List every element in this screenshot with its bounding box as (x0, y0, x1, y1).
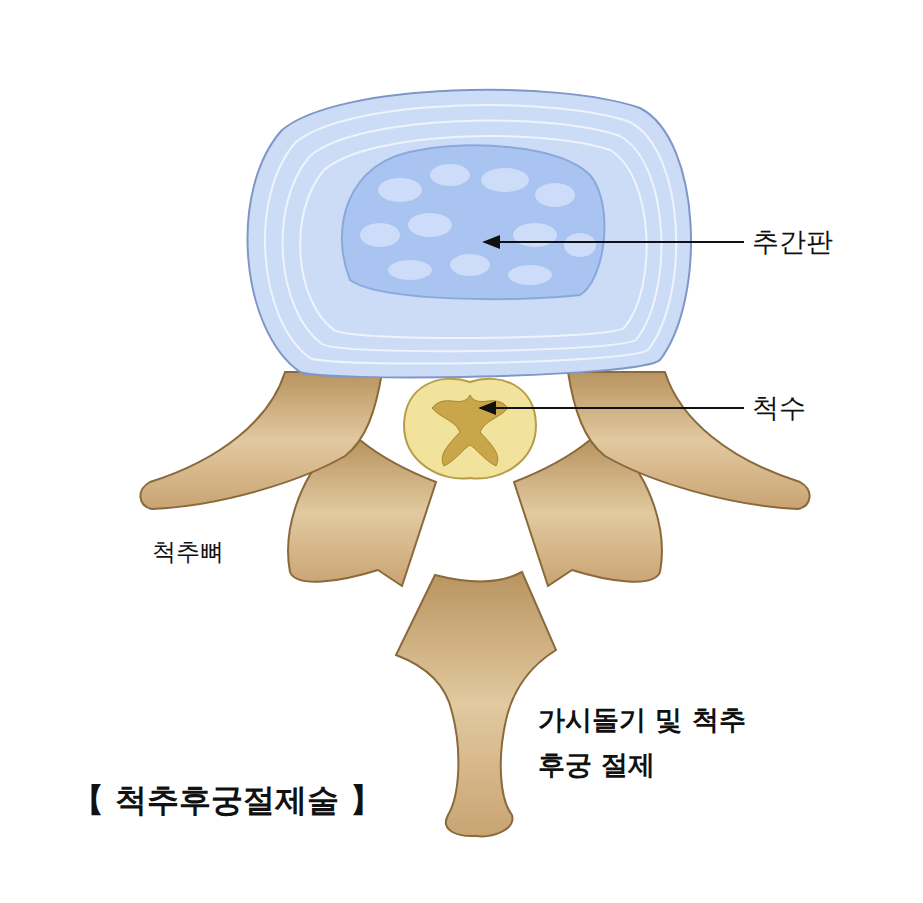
transverse-process-left (140, 372, 382, 509)
part-label: 추간판 (752, 224, 833, 259)
disc-rings (265, 105, 676, 363)
spinal-cord (404, 379, 536, 479)
nucleus-lobes (360, 164, 596, 285)
spinous-process (396, 572, 556, 836)
leader-line (480, 407, 744, 409)
gray-matter (432, 395, 508, 466)
part-label: 척추뼈 (152, 537, 224, 568)
nucleus-pulposus (342, 145, 605, 299)
leader-line (484, 241, 744, 243)
transverse-process-right (568, 372, 810, 509)
intervertebral-disc (248, 90, 691, 378)
title-text: 【 척추후궁절제술 】 (72, 780, 382, 822)
part-label: 척수 (752, 390, 806, 425)
procedure-note: 가시돌기 및 척추 후궁 절제 (538, 697, 748, 787)
